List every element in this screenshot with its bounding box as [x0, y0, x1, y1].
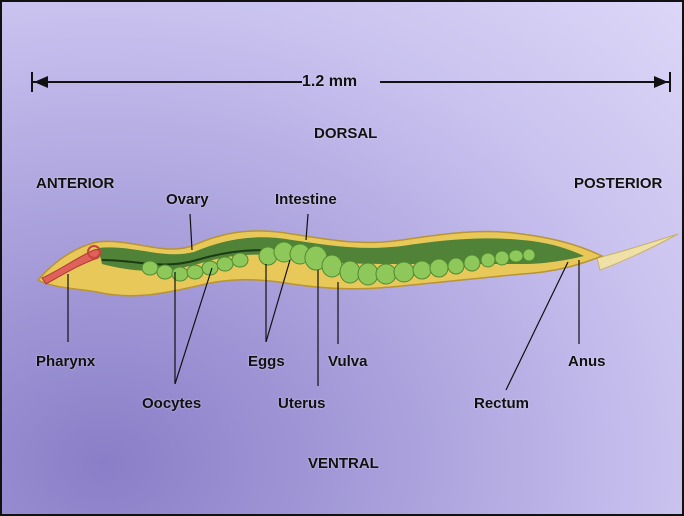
posterior-label: POSTERIOR	[574, 176, 662, 191]
intestine-label: Intestine	[275, 192, 337, 207]
rectum-label: Rectum	[474, 396, 529, 411]
pharynx-label: Pharynx	[36, 354, 95, 369]
vulva-label: Vulva	[328, 354, 367, 369]
ovary-leader	[190, 214, 192, 250]
rectum-leader	[506, 262, 568, 390]
anus-label: Anus	[568, 354, 606, 369]
uterus-label: Uterus	[278, 396, 326, 411]
worm-tail	[597, 234, 678, 270]
ovary-label: Ovary	[166, 192, 209, 207]
anterior-label: ANTERIOR	[36, 176, 114, 191]
scale-arrow-left-icon	[34, 76, 48, 88]
dorsal-label: DORSAL	[314, 126, 377, 141]
oocytes-label: Oocytes	[142, 396, 201, 411]
scale-arrow-right-icon	[654, 76, 668, 88]
ventral-label: VENTRAL	[308, 456, 379, 471]
scale-label: 1.2 mm	[302, 74, 357, 90]
eggs-label: Eggs	[248, 354, 285, 369]
